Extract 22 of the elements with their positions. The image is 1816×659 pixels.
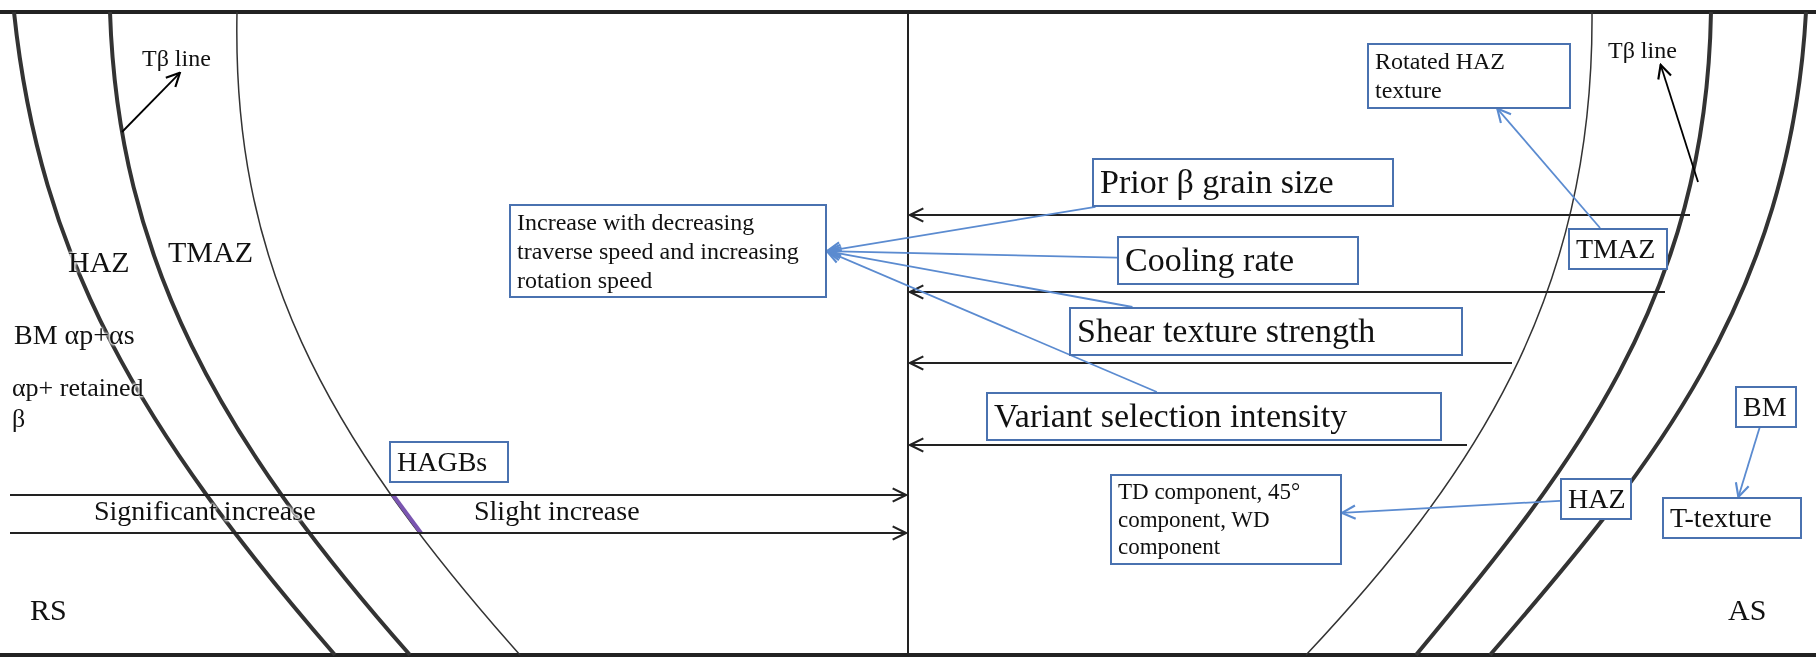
callout-box: Rotated HAZ texture bbox=[1367, 43, 1571, 109]
arrow bbox=[1734, 426, 1761, 499]
trend-label: Slight increase bbox=[473, 494, 641, 528]
line-label: Tβ line bbox=[1606, 36, 1706, 65]
callout-box: HAGBs bbox=[389, 441, 509, 483]
zone-label: AS bbox=[1727, 592, 1768, 628]
leader-arrow bbox=[1657, 63, 1699, 183]
callout-box: Variant selection intensity bbox=[986, 392, 1442, 441]
zone-label: TMAZ bbox=[167, 234, 254, 270]
leader-arrow bbox=[121, 71, 181, 133]
zone-label-box: TMAZ bbox=[1568, 228, 1668, 270]
line-label: Tβ line bbox=[140, 44, 248, 73]
zone-label-box: HAZ bbox=[1560, 478, 1632, 520]
callout-box: T-texture bbox=[1662, 497, 1802, 539]
callout-box: Prior β grain size bbox=[1092, 158, 1394, 207]
zone-label-box: BM bbox=[1735, 386, 1797, 428]
callout-box: Increase with decreasing traverse speed and increasing rotation speed bbox=[509, 204, 827, 299]
callout-box: Cooling rate bbox=[1117, 236, 1359, 285]
arrow bbox=[1496, 107, 1601, 229]
callout-box: TD component, 45° component, WD component bbox=[1110, 474, 1342, 565]
callout-box: Shear texture strength bbox=[1069, 307, 1463, 356]
zone-label: RS bbox=[29, 592, 68, 628]
